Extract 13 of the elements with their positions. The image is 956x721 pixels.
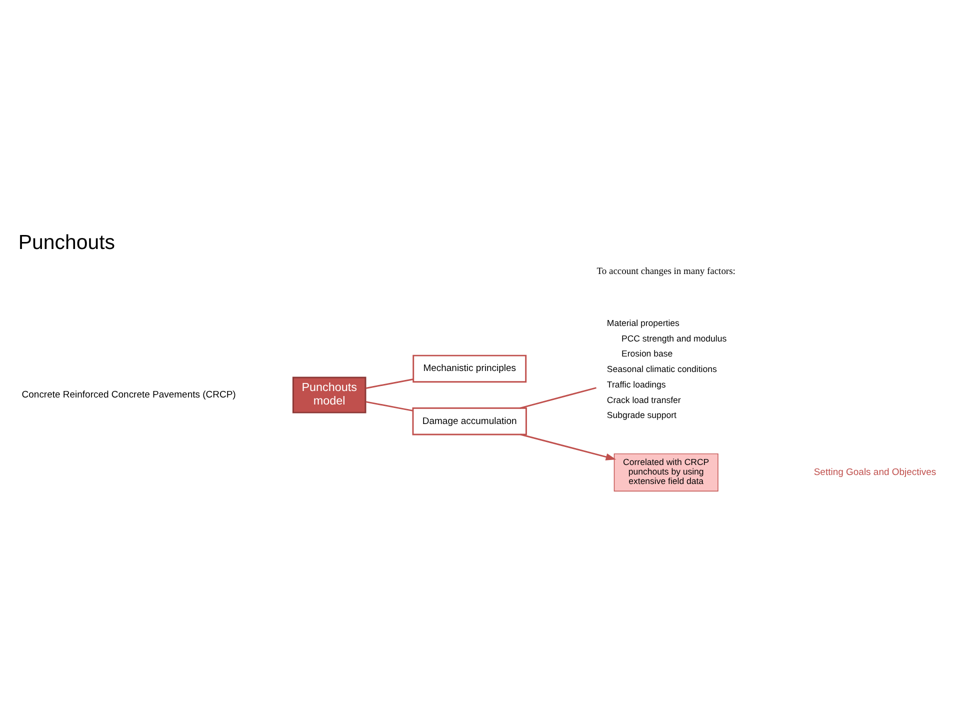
label: Concrete Reinforced Concrete Pavements (CRCP) [22,390,236,400]
connector [366,401,413,412]
node-box: Mechanistic principles [412,354,527,383]
label: To account changes in many factors: [596,267,736,278]
node-box: Damage accumulation [412,407,527,436]
node-box: Punchouts model [292,376,366,414]
connector [520,387,596,409]
node-box: Correlated with CRCP punchouts by using extensive field data [614,453,718,492]
node-text: Material properties PCC strength and modulus Erosion base Seasonal climatic conditions Traffic loadings Crack load transfer Subgrade support [606,318,727,420]
diagram-title: Punchouts [18,231,116,254]
arrow [520,434,616,460]
label: Setting Goals and Objectives [814,466,936,478]
connector [366,378,414,389]
